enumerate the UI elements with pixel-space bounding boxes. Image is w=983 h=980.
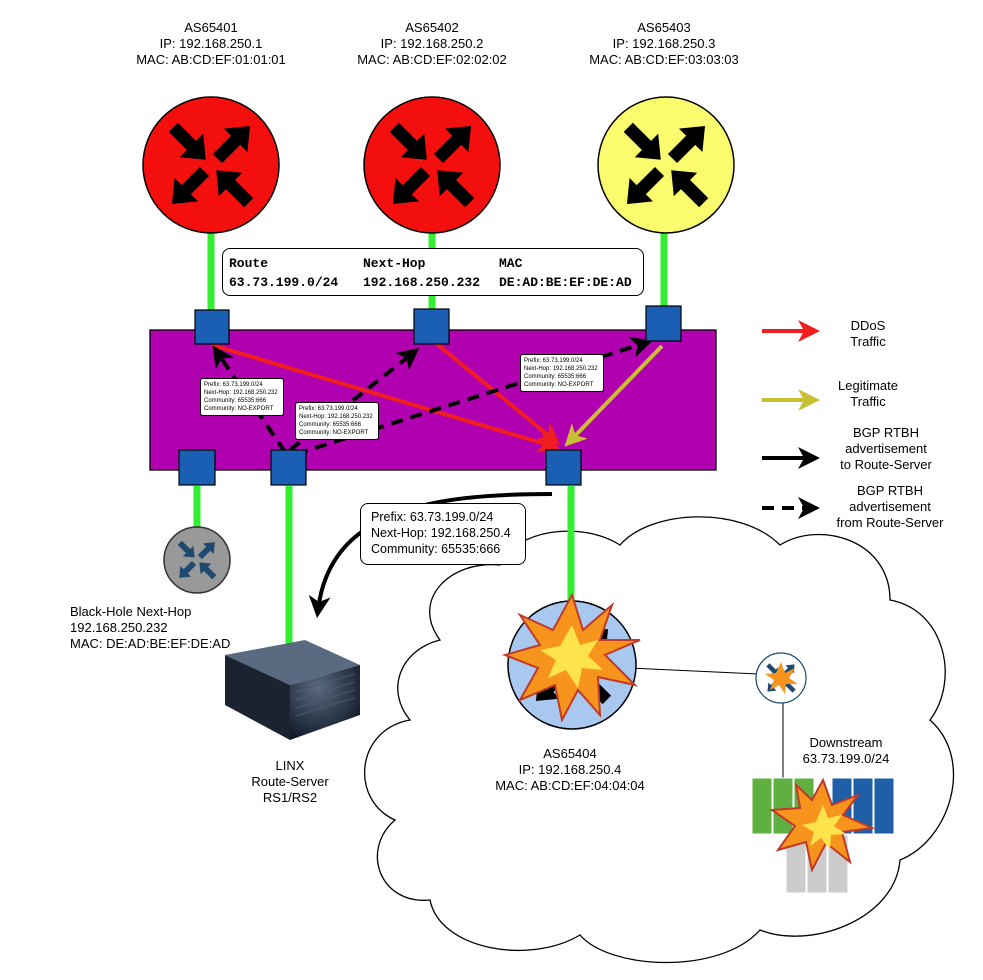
mac-value: DE:AD:BE:EF:DE:AD [499,275,632,290]
port-as65401 [194,309,230,345]
router-mac: MAC: AB:CD:EF:02:02:02 [357,52,507,67]
router-label-as65403: AS65403 IP: 192.168.250.3 MAC: AB:CD:EF:… [584,20,744,68]
route-value: 63.73.199.0/24 [229,275,339,290]
nexthop-value: 192.168.250.232 [363,275,481,290]
router-ip: IP: 192.168.250.3 [612,36,716,51]
downstream-router [755,652,807,704]
port-as65402 [413,308,450,345]
nexthop-header: Next-Hop [363,256,426,271]
legit-arrow [564,344,664,447]
blackhole-router [163,526,231,594]
port-as65404 [545,449,582,486]
victim-router [501,592,641,730]
router-arrows-icon [623,122,709,208]
victim-label: AS65404 IP: 192.168.250.4 MAC: AB:CD:EF:… [495,746,645,793]
downstream-label: Downstream 63.73.199.0/24 [802,735,890,766]
server-racks-icon [751,777,895,894]
port-blackhole [178,449,216,486]
legend-arrows [762,320,820,519]
router-arrows-icon [168,122,254,208]
router-mac: MAC: AB:CD:EF:01:01:01 [136,52,286,67]
router-label-as65401: AS65401 IP: 192.168.250.1 MAC: AB:CD:EF:… [131,20,291,68]
route-table: Route Next-Hop MAC 63.73.199.0/24 192.16… [222,248,644,296]
route-server-label: LINX Route-Server RS1/RS2 [251,758,329,805]
port-route-server [270,449,307,486]
router-as: AS65402 [405,20,459,35]
router-as65403 [597,96,735,234]
router-label-as65402: AS65402 IP: 192.168.250.2 MAC: AB:CD:EF:… [352,20,512,68]
router-ip: IP: 192.168.250.2 [380,36,484,51]
route-header: Route [229,256,269,271]
rtbh-advert-box: Prefix: 63.73.199.0/24 Next-Hop: 192.168… [360,503,526,565]
router-as65401 [142,96,280,234]
router-arrows-icon [389,122,475,208]
blackhole-label: Black-Hole Next-Hop 192.168.250.232 MAC:… [70,604,231,651]
router-mac: MAC: AB:CD:EF:03:03:03 [589,52,739,67]
ddos-arrow-1 [211,343,560,453]
router-as: AS65403 [637,20,691,35]
route-server-icon [225,640,360,740]
mac-header: MAC [499,256,523,271]
router-as: AS65401 [184,20,238,35]
router-as65402 [363,96,501,234]
port-as65403 [645,305,682,342]
router-ip: IP: 192.168.250.1 [159,36,263,51]
